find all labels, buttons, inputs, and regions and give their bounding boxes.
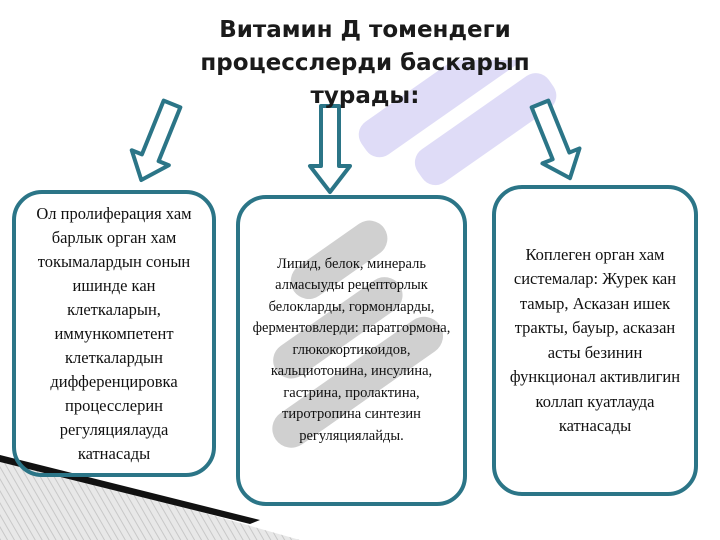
info-box-text: Липид, белок, минераль алмасыуды рецепто… xyxy=(252,255,451,444)
info-box-proliferation: Ол пролиферация хам барлык орган хам ток… xyxy=(12,190,216,477)
info-box-organ-systems: Коплеген орган хам системалар: Журек кан… xyxy=(492,185,698,496)
corner-line-decoration xyxy=(0,455,260,524)
arrow-down-left-icon xyxy=(129,98,183,183)
info-box-text: Коплеген орган хам системалар: Журек кан… xyxy=(509,244,681,436)
slide-title: Витамин Д томендеги процесслерди баскары… xyxy=(200,17,530,109)
info-box-metabolism: Липид, белок, минераль алмасыуды рецепто… xyxy=(236,195,467,506)
arrow-down-right-icon xyxy=(529,98,582,181)
arrow-down-icon xyxy=(308,104,352,194)
info-box-text: Ол пролиферация хам барлык орган хам ток… xyxy=(36,203,192,463)
watermark xyxy=(150,28,720,480)
watermark-shapes xyxy=(272,28,557,448)
